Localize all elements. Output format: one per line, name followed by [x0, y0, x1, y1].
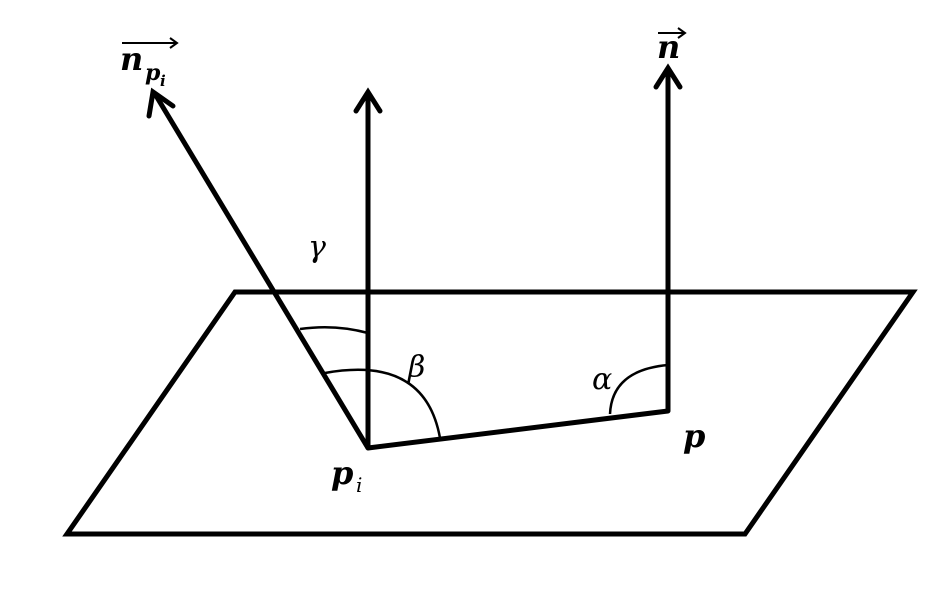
label-gamma: γ: [308, 230, 326, 265]
label-normal-n: n: [657, 27, 687, 66]
angle-arc-gamma: [299, 325, 369, 335]
label-n-text: n: [657, 28, 680, 66]
plane: [62, 289, 918, 537]
label-point-pi: p i: [331, 454, 362, 497]
label-point-p: p: [683, 417, 705, 455]
segment-pi-p: [365, 408, 671, 451]
label-point-pi-base: p: [331, 454, 353, 492]
vertical-vector-at-pi-arrowhead: [353, 87, 383, 114]
label-beta: β: [407, 350, 425, 385]
normal-vector-npi: [152, 92, 371, 450]
angle-arc-alpha: [608, 363, 669, 415]
normal-vector-npi-arrowhead: [146, 87, 176, 119]
label-npi-overarrow-head: [169, 37, 179, 49]
label-npi-subsub: i: [160, 72, 166, 90]
angle-arc-beta: [324, 368, 442, 439]
label-alpha: α: [592, 362, 612, 397]
label-npi-base: n: [120, 40, 143, 78]
label-n-overarrow-head: [677, 27, 687, 39]
label-npi-sub: p: [145, 60, 161, 86]
label-normal-npi: n p i: [120, 37, 179, 90]
label-point-pi-sub: i: [356, 473, 362, 497]
normal-vector-n-arrowhead: [653, 63, 683, 90]
